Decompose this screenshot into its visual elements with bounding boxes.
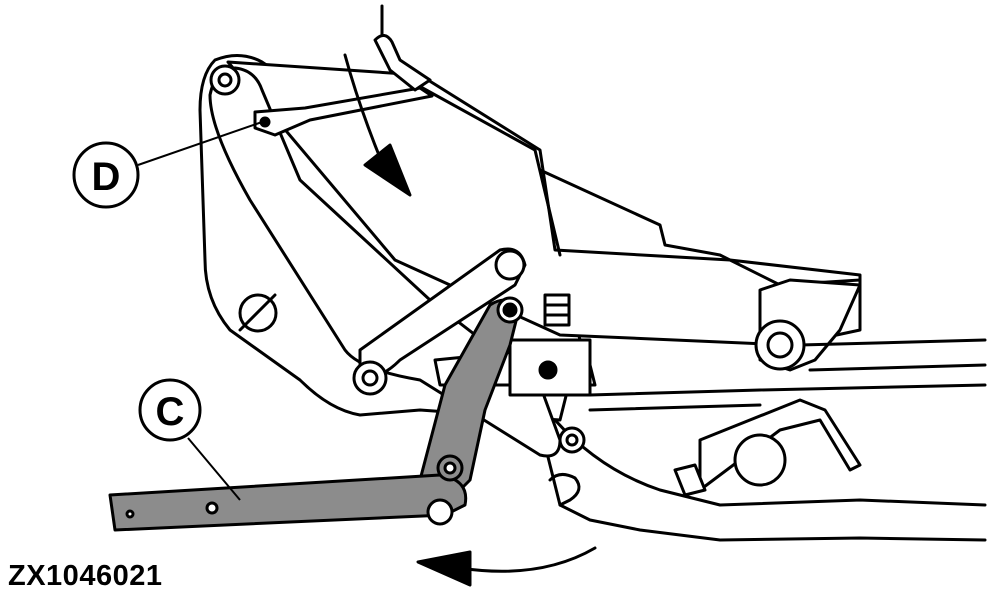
pivot-mid (494, 249, 526, 281)
part-c-bar-hole (205, 501, 219, 515)
part-c-bar-hole (125, 509, 135, 519)
pivot-right-inner (766, 331, 794, 359)
cable-clip (373, 34, 432, 92)
rotation-arrow-head-bottom (416, 550, 472, 587)
lower-right-bracket (698, 398, 862, 492)
pivot-lower-inner (361, 369, 379, 387)
callout-c-circle (138, 378, 202, 442)
part-c-bar (108, 473, 468, 532)
adjuster-bolt-threads (543, 303, 571, 317)
adjuster-bolt (543, 293, 571, 327)
callout-d-label: D (92, 155, 121, 199)
callout-d-leader (137, 121, 263, 166)
pivot-top-left-inner (217, 72, 233, 88)
rotation-arrow-head-top (363, 143, 412, 197)
lower-right-cylinder (733, 433, 787, 487)
callout-c-label: C (156, 390, 185, 434)
rotation-arc-bottom (458, 546, 597, 573)
part-d-rod-end (259, 116, 271, 128)
plate-key-slot (238, 293, 277, 332)
adjuster-pin-inner (502, 302, 518, 318)
upper-arm-edge (388, 68, 562, 257)
figure-id: ZX1046021 (8, 560, 163, 592)
callout-c-leader (187, 437, 241, 501)
pivot-bottom-inner (565, 433, 579, 447)
part-d-rod (253, 86, 434, 137)
callout-d-circle (72, 141, 140, 209)
bar-pivot-inner (443, 461, 457, 475)
bar-roller (426, 498, 454, 526)
rod-bolt (538, 360, 558, 380)
right-rails (588, 338, 987, 412)
frame-notch (548, 473, 581, 507)
lower-right-nut (673, 463, 707, 497)
